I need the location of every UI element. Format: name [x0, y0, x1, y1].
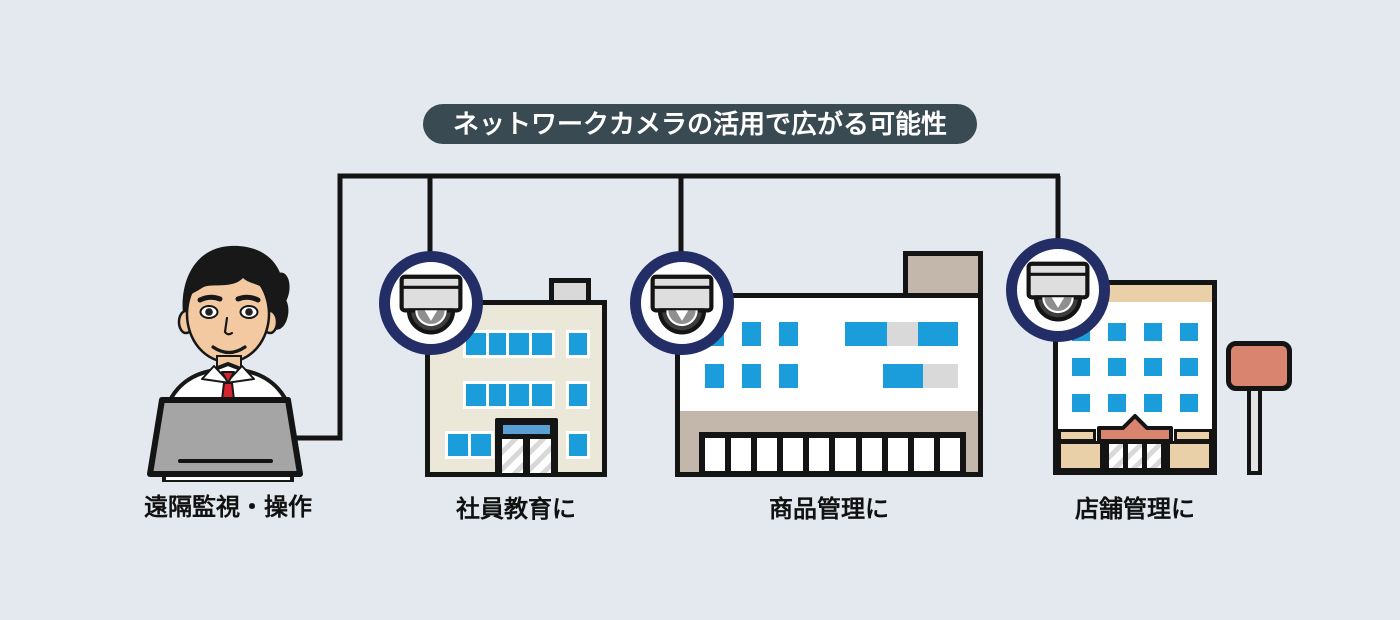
camera-node-3 — [1006, 238, 1110, 342]
window — [705, 364, 724, 388]
entrance-awning — [1097, 414, 1173, 443]
window — [1144, 323, 1162, 341]
window — [779, 364, 798, 388]
caption-store-management: 店舗管理に — [1075, 496, 1195, 523]
sign-pole — [1247, 386, 1262, 475]
loading-dock-shutters — [699, 432, 966, 477]
facade-strip — [1174, 429, 1212, 442]
window — [1108, 358, 1126, 376]
window-strip — [923, 364, 958, 388]
window — [506, 330, 555, 358]
facade-strip — [1058, 429, 1096, 442]
camera-node-1 — [379, 251, 483, 355]
window — [779, 322, 798, 346]
store-entrance — [1103, 441, 1167, 471]
window — [1180, 358, 1198, 376]
door-panel — [502, 439, 523, 473]
window — [463, 381, 512, 409]
window — [566, 381, 590, 409]
laptop — [147, 397, 303, 477]
caption-employee-training: 社員教育に — [456, 496, 576, 523]
window-strip — [845, 322, 887, 346]
eyebrow — [197, 294, 223, 303]
window — [1144, 358, 1162, 376]
facade-block — [1058, 441, 1103, 471]
window-strip — [918, 322, 958, 346]
window — [742, 322, 761, 346]
necktie — [221, 371, 235, 384]
door-panel — [530, 439, 551, 473]
window — [1180, 394, 1198, 412]
window-strip — [883, 364, 923, 388]
caption-product-management: 商品管理に — [769, 496, 889, 523]
facade-block — [1167, 441, 1212, 471]
window — [1108, 323, 1126, 341]
dome-camera-icon — [399, 274, 463, 335]
window — [1072, 394, 1090, 412]
operator-avatar — [147, 245, 303, 482]
rooftop-box — [903, 251, 983, 298]
title-banner: ネットワークカメラの活用で広がる可能性 — [422, 104, 978, 144]
window — [566, 431, 590, 459]
window — [1180, 323, 1198, 341]
store-sign — [1226, 341, 1292, 391]
window — [1072, 358, 1090, 376]
window — [445, 431, 494, 459]
door-transom — [503, 425, 550, 434]
window-strip — [887, 322, 918, 346]
window — [1144, 394, 1162, 412]
window — [566, 330, 590, 358]
line-backbone — [290, 173, 1060, 441]
dome-camera-icon — [650, 274, 714, 335]
camera-node-2 — [630, 251, 734, 355]
dome-camera-icon — [1026, 261, 1090, 322]
window — [742, 364, 761, 388]
entrance-door — [495, 418, 558, 477]
caption-remote-operator: 遠隔監視・操作 — [144, 494, 312, 521]
window — [1108, 394, 1126, 412]
window — [506, 381, 555, 409]
